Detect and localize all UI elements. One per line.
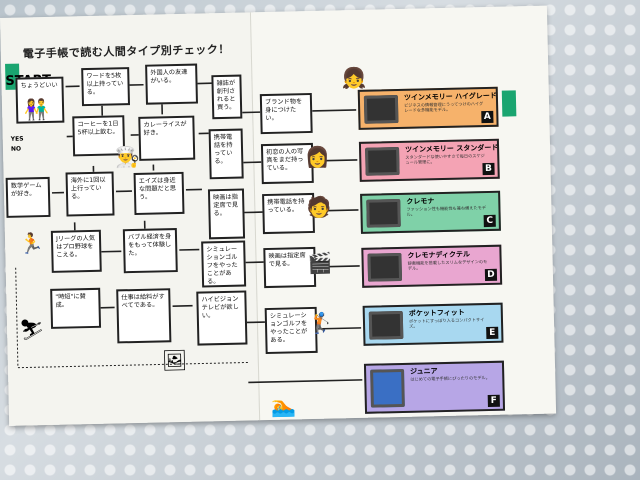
question-box-12: 仕事は給料がすべてである。 [116, 288, 172, 344]
device-icon [367, 252, 403, 282]
device-icon [366, 198, 401, 228]
question-box-15: 携帯電話を持っている。 [208, 128, 244, 180]
runner-illustration: 🏃 [18, 231, 45, 256]
question-box-8: エイズは身近な問題だと思う。 [133, 171, 185, 215]
question-box-2: ワードを5枚以上持っている。 [81, 67, 131, 107]
reader-illustration: 👩 [304, 144, 331, 170]
question-box-7: 海外に1回以上行っている。 [65, 171, 115, 217]
question-box-17: シミュレーションゴルフをやったことがある。 [201, 240, 247, 288]
question-box-6: 数学ゲームが好き。 [5, 176, 51, 218]
swimmer-illustration: 🏊 [270, 393, 297, 418]
result-card-f: ジュニア はじめての電子手帳にぴったりのモデル。 F [363, 360, 506, 414]
girl-illustration: 👧 [341, 65, 367, 91]
portrait-illustration: 🖼 [161, 347, 188, 373]
device-icon [368, 310, 404, 340]
result-card-e: ポケットフィット ポケットにすっぽり入るコンパクトサイズ。 E [362, 302, 504, 346]
question-box-11: "時短"に賛成。 [50, 287, 102, 329]
skier-illustration: ⛷ [18, 317, 45, 342]
result-card-a: ツインメモリー ハイグレード ビジネスの情報管理にうってつけのハイグレードな多機… [357, 86, 499, 130]
device-icon [365, 146, 400, 176]
result-card-b: ツインメモリー スタンダード スタンダードな使いやすさで毎日のスケジュール管理に… [358, 138, 500, 182]
chef-illustration: 👨‍🍳 [114, 144, 141, 170]
couple-illustration: 👫 [23, 96, 50, 122]
open-booklet: 電子手帳で読む人間タイプ別チェック！ START YES NO ちょうどいい ワ… [0, 5, 557, 426]
flow-arrows [15, 82, 363, 384]
movie-illustration: 🎬 [307, 250, 333, 276]
device-icon [363, 94, 399, 124]
phone-man-illustration: 🧑 [306, 194, 332, 220]
question-box-16: 映画は指定席で見る。 [207, 188, 246, 240]
question-box-18: ブランド物を身につけたい。 [259, 92, 313, 135]
question-box-13: ハイビジョンテレビが欲しい。 [196, 290, 248, 346]
device-icon [370, 368, 405, 408]
result-card-c: クレモナ ファッション性も機能性も兼ね備えたモデル。 C [360, 190, 501, 234]
question-box-5: カレーライスが好き。 [138, 115, 196, 161]
golf-illustration: 🏌 [308, 310, 335, 336]
result-card-d: クレモナディクテル 辞書機能を搭載したスリムなデザインのモデル。 D [361, 244, 503, 288]
question-box-9: Jリーグの人気はプロ野球をこえる。 [50, 229, 102, 273]
question-box-14: 雑誌が創刊されると買う。 [211, 74, 243, 120]
question-box-10: バブル経済を身をもって体験した。 [122, 228, 178, 274]
question-box-3: 外国人の友達がいる。 [145, 63, 198, 105]
